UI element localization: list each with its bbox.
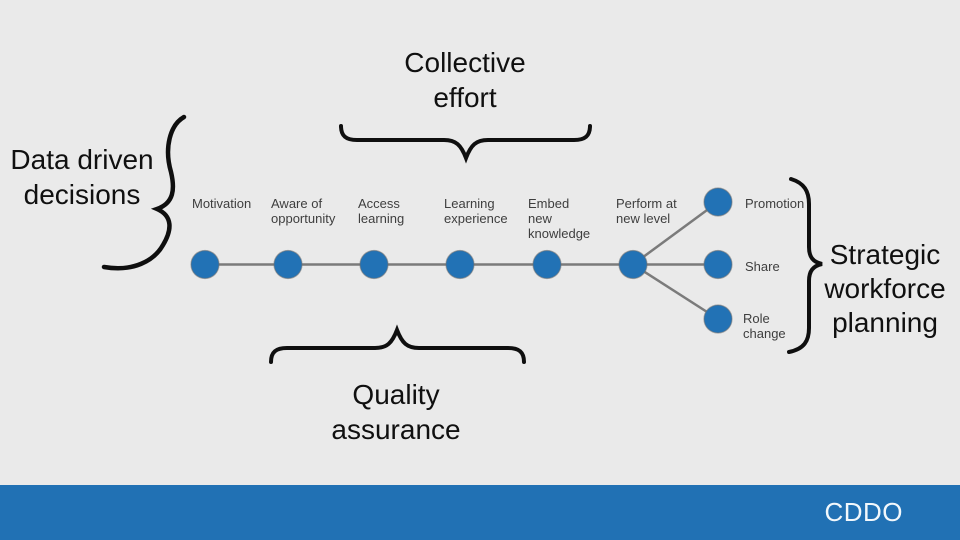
annotation-strategic-workforce-planning: Strategic workforce planning [824, 239, 946, 338]
top-brace-icon [339, 124, 592, 164]
step-label-embed-new-knowledge: Embed new knowledge [528, 196, 591, 241]
node-learning-experience [445, 249, 475, 280]
branch-line-role-change [632, 263, 719, 321]
step-label-access-learning: Access learning [358, 196, 405, 226]
node-motivation [190, 249, 220, 280]
outcome-label-role-change: Role change [743, 311, 786, 341]
node-promotion [703, 187, 733, 217]
left-brace-icon [101, 114, 187, 271]
outcome-label-promotion: Promotion [745, 196, 805, 211]
step-label-learning-experience: Learning experience [444, 196, 508, 226]
annotation-data-driven-decisions: Data driven decisions [10, 144, 154, 210]
node-share [703, 249, 733, 280]
step-label-aware-of-opportunity: Aware of opportunity [271, 196, 336, 226]
node-aware-of-opportunity [273, 249, 303, 280]
node-role-change [703, 304, 733, 334]
annotation-collective-effort: Collective effort [404, 47, 526, 113]
branch-line-promotion [632, 200, 719, 266]
annotation-quality-assurance: Quality assurance [331, 379, 461, 445]
node-perform-at-new-level [618, 249, 648, 280]
footer-bar: CDDO [0, 485, 960, 540]
right-brace-icon [787, 177, 823, 354]
node-access-learning [359, 249, 389, 280]
outcome-label-share: Share [745, 259, 780, 274]
node-embed-new-knowledge [532, 249, 562, 280]
step-label-motivation: Motivation [192, 196, 252, 211]
brand-logo: CDDO [824, 497, 903, 527]
bottom-brace-icon [269, 324, 526, 364]
step-label-perform-at-new-level: Perform at new level [616, 196, 677, 226]
